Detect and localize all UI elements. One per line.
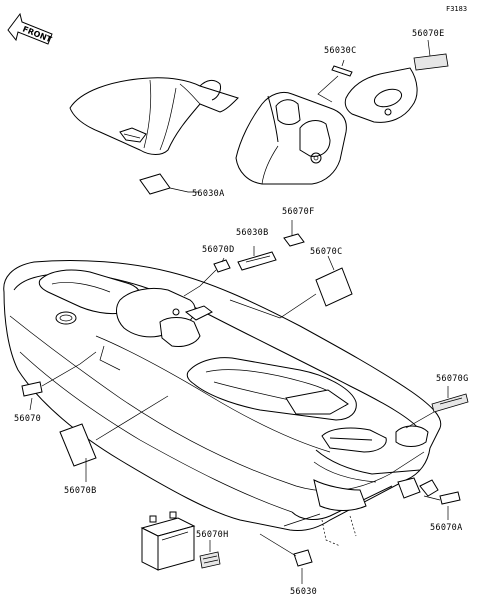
battery-drawing bbox=[140, 511, 221, 571]
decal-56030-icon bbox=[293, 549, 313, 567]
label-56070C: 56070C bbox=[310, 247, 343, 257]
label-56070D: 56070D bbox=[202, 245, 235, 255]
part-labels: 56030C 56070E 56030A 56070F 56030B 56070… bbox=[14, 29, 469, 597]
label-56030A: 56030A bbox=[192, 189, 225, 199]
steering-cover-drawing bbox=[235, 91, 347, 185]
decals bbox=[21, 53, 469, 567]
front-arrow-label: FRONT bbox=[21, 25, 53, 45]
label-56030B: 56030B bbox=[236, 228, 269, 238]
decal-56070C-icon bbox=[315, 267, 353, 307]
decal-56030B-icon bbox=[237, 251, 277, 271]
decal-56070G-icon bbox=[431, 393, 469, 413]
decal-56070E-icon bbox=[413, 53, 449, 71]
decal-56070A-icon bbox=[439, 491, 461, 505]
decal-56070-icon bbox=[21, 381, 43, 397]
decal-56070F-icon bbox=[283, 233, 305, 247]
rear-cowl-drawing bbox=[69, 77, 239, 155]
label-56070A: 56070A bbox=[430, 523, 463, 533]
label-56070H: 56070H bbox=[196, 530, 229, 540]
decal-56030C-icon bbox=[331, 65, 353, 77]
label-56070F: 56070F bbox=[282, 207, 315, 217]
label-56030: 56030 bbox=[290, 587, 317, 597]
label-56070E: 56070E bbox=[412, 29, 445, 39]
label-56070B: 56070B bbox=[64, 486, 97, 496]
label-56030C: 56030C bbox=[324, 46, 357, 56]
hull-drawing bbox=[3, 259, 442, 547]
leader-lines bbox=[29, 39, 449, 584]
console-cover-drawing bbox=[344, 67, 418, 123]
label-56070G: 56070G bbox=[436, 374, 469, 384]
label-56070: 56070 bbox=[14, 414, 41, 424]
front-arrow-icon: FRONT bbox=[7, 12, 53, 45]
figure-code: F3183 bbox=[446, 5, 467, 13]
decal-56070B-icon bbox=[59, 423, 97, 467]
decal-56030A-icon bbox=[139, 173, 171, 195]
